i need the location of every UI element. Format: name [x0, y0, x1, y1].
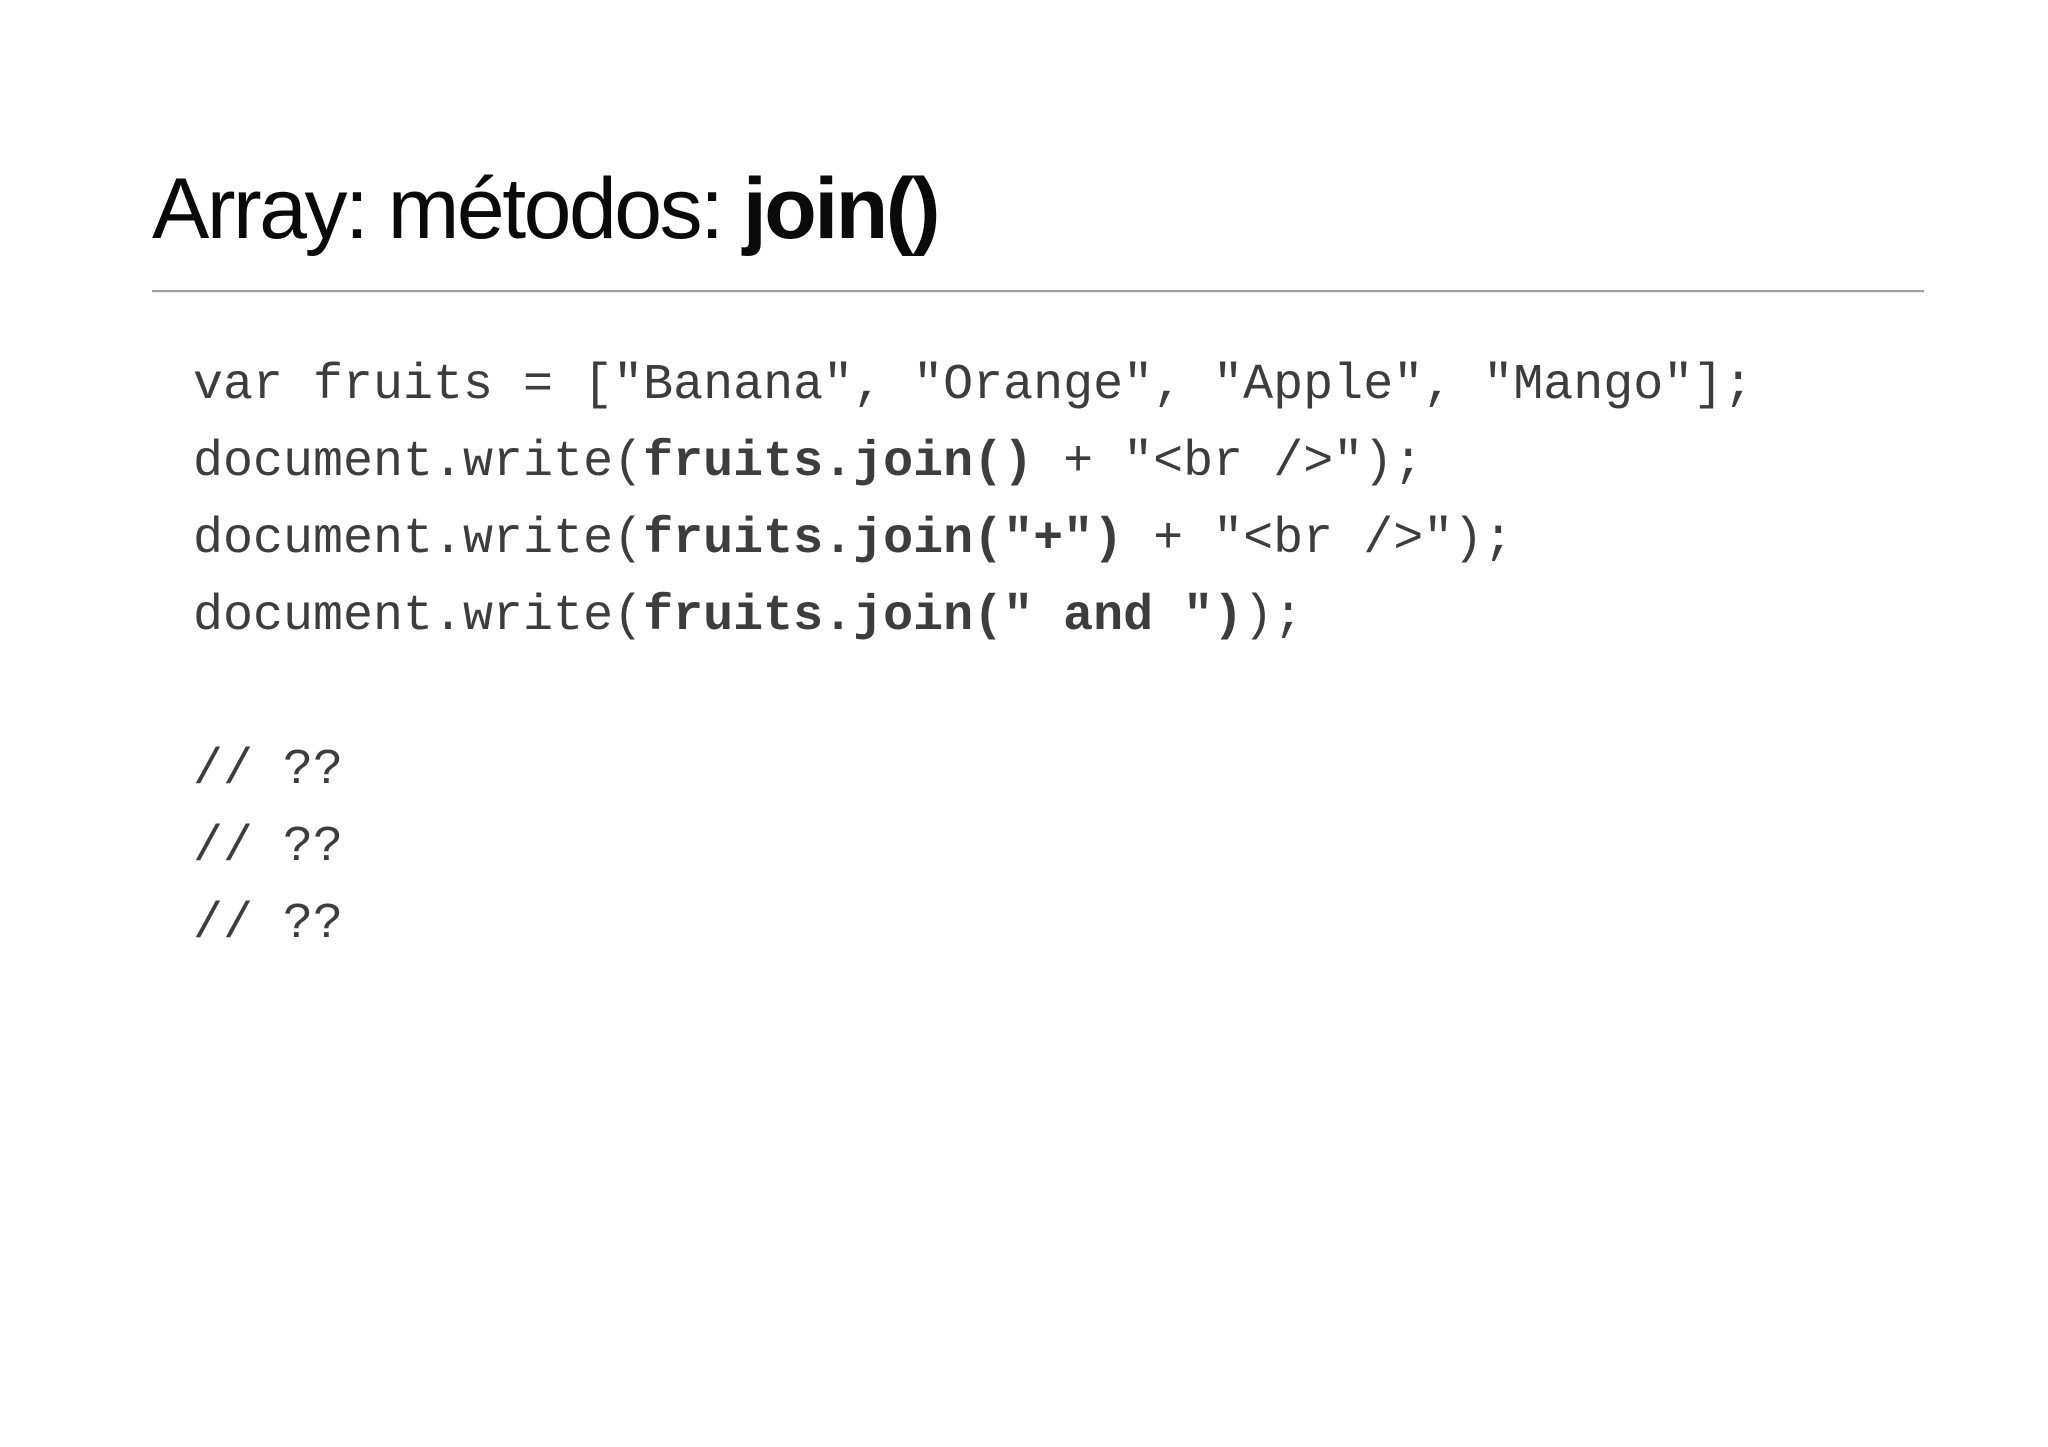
code-line: document.write(fruits.join(" and ")); — [193, 578, 1753, 655]
code-line: var fruits = ["Banana", "Orange", "Apple… — [193, 347, 1753, 424]
title-divider — [152, 290, 1924, 292]
code-segment: document.write( — [193, 511, 644, 568]
code-segment-bold: fruits.join(" and ") — [643, 588, 1244, 645]
code-segment: + "<br />"); — [1033, 434, 1424, 491]
code-line: document.write(fruits.join("+") + "<br /… — [193, 501, 1753, 578]
code-line-blank — [193, 655, 1753, 732]
code-line: document.write(fruits.join() + "<br />")… — [193, 424, 1753, 501]
code-segment: // ?? — [193, 819, 344, 876]
slide-title-emphasis: join() — [742, 161, 941, 257]
code-line: // ?? — [193, 809, 1753, 886]
code-line: // ?? — [193, 732, 1753, 809]
code-line: // ?? — [193, 886, 1753, 963]
slide-title-prefix: Array: métodos: — [152, 161, 743, 257]
code-segment: var fruits = ["Banana", "Orange", "Apple… — [193, 357, 1754, 414]
code-segment: ); — [1243, 588, 1304, 645]
code-segment-bold: fruits.join("+") — [643, 511, 1124, 568]
code-segment-bold: fruits.join() — [643, 434, 1034, 491]
code-segment: document.write( — [193, 434, 644, 491]
slide-title: Array: métodos: join() — [152, 166, 941, 252]
code-block: var fruits = ["Banana", "Orange", "Apple… — [193, 347, 1753, 963]
code-segment: document.write( — [193, 588, 644, 645]
code-segment: + "<br />"); — [1123, 511, 1514, 568]
code-segment: // ?? — [193, 896, 344, 953]
code-segment: // ?? — [193, 742, 344, 799]
